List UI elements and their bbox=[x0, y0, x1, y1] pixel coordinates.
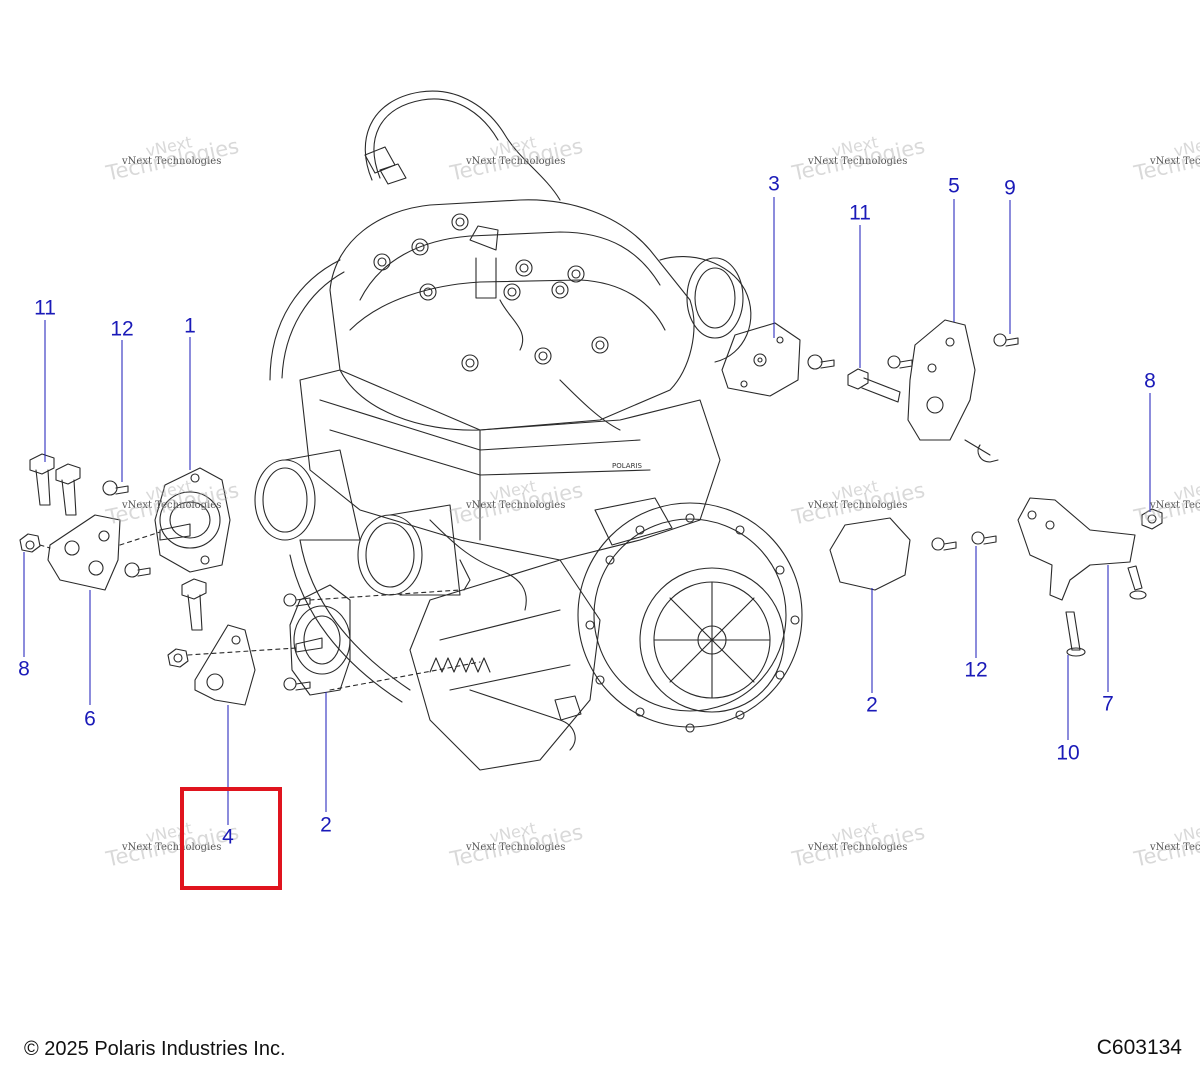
callout-2[interactable]: 2 bbox=[320, 813, 332, 837]
callout-10[interactable]: 10 bbox=[1056, 741, 1080, 765]
callout-7[interactable]: 7 bbox=[1102, 692, 1114, 716]
callout-12[interactable]: 12 bbox=[964, 658, 988, 682]
right-mount-group bbox=[721, 319, 1163, 657]
engine-brand-mark: POLARIS bbox=[612, 462, 643, 470]
figure-code: C603134 bbox=[1096, 1036, 1182, 1059]
highlight-box bbox=[180, 787, 282, 890]
callout-8[interactable]: 8 bbox=[1144, 369, 1156, 393]
callout-1[interactable]: 1 bbox=[184, 314, 196, 338]
callout-9[interactable]: 9 bbox=[1004, 176, 1016, 200]
callout-11[interactable]: 11 bbox=[34, 296, 56, 320]
left-mount-group bbox=[19, 453, 481, 706]
callout-11[interactable]: 11 bbox=[849, 201, 871, 225]
callout-8[interactable]: 8 bbox=[18, 657, 30, 681]
callout-3[interactable]: 3 bbox=[768, 172, 780, 196]
callout-2[interactable]: 2 bbox=[866, 693, 878, 717]
callout-12[interactable]: 12 bbox=[110, 317, 134, 341]
callout-4[interactable]: 4 bbox=[222, 825, 234, 849]
copyright-notice: © 2025 Polaris Industries Inc. bbox=[24, 1038, 286, 1060]
leader-lines bbox=[23, 197, 1151, 825]
callout-5[interactable]: 5 bbox=[948, 174, 960, 198]
callout-6[interactable]: 6 bbox=[84, 707, 96, 731]
engine-assembly: POLARIS bbox=[254, 90, 803, 771]
